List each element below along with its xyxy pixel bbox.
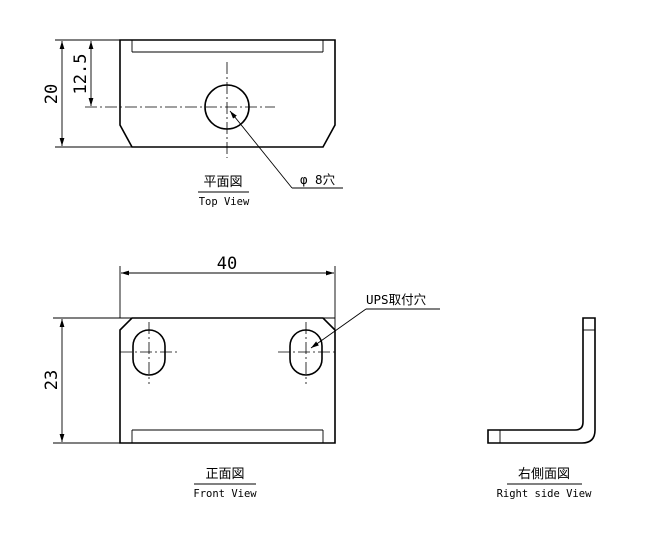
side-view-title-en: Right side View bbox=[497, 488, 593, 500]
front-view: 40 23 UPS取付穴 正面図 Front View bbox=[42, 254, 440, 500]
top-dim-20-label: 20 bbox=[42, 84, 62, 104]
side-view-title-ja: 右側面図 bbox=[518, 467, 570, 482]
top-hole-leader bbox=[229, 110, 293, 189]
front-view-title-en: Front View bbox=[193, 488, 257, 500]
top-view-title-ja: 平面図 bbox=[203, 175, 242, 190]
front-hole-leader bbox=[310, 308, 367, 349]
top-view-title-en: Top View bbox=[199, 196, 250, 208]
top-view: 20 12.5 φ 8穴 平面図 Top View bbox=[42, 39, 343, 208]
front-dim-23-label: 23 bbox=[42, 370, 62, 390]
front-view-outline bbox=[119, 317, 336, 444]
front-dim-40-label: 40 bbox=[217, 254, 237, 274]
front-view-title-ja: 正面図 bbox=[205, 467, 244, 482]
side-view-outline bbox=[487, 317, 596, 444]
top-dim-12-5-label: 12.5 bbox=[71, 54, 91, 95]
front-hole-note: UPS取付穴 bbox=[366, 292, 427, 307]
top-hole-note: φ 8穴 bbox=[300, 172, 336, 187]
side-view: 右側面図 Right side View bbox=[487, 317, 596, 500]
top-view-outline bbox=[119, 39, 336, 148]
